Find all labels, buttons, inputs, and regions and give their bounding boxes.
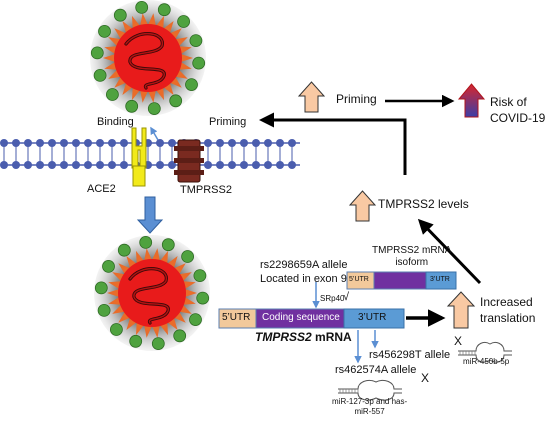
mir450-label: miR-450b-5p [463,357,510,366]
tmprss2-protein [174,139,204,183]
mrna-title-label: TMPRSS2 mRNA [255,330,352,344]
rs456298-label: rs456298T allele [369,349,451,361]
srp40-check-mark: √ [343,291,350,303]
virus-particle-top [90,0,206,116]
mir450-hairpin-icon [458,341,512,363]
priming-membrane-label: Priming [209,116,247,128]
increased-translation-label: Increased translation [480,295,536,326]
rs2298659-label: rs2298659A allele Located in exon 9 [260,259,347,287]
mrna-5utr-label: 5’UTR [222,312,251,323]
risk-up-arrow [457,83,486,118]
mrna-3utr-label: 3’UTR [358,312,387,323]
rs462574-label: rs462574A allele [335,364,417,376]
cell-membrane [0,139,300,169]
mir127-hairpin-icon [338,379,402,401]
mrna-title-gene: TMPRSS2 [255,330,312,344]
priming-up-arrow [297,81,326,113]
rs2298659-line2: Located in exon 9 [260,272,347,285]
iso-5utr-label: 5’UTR [349,276,369,283]
isoform-mrna-bar [346,271,457,290]
x-mark-mir127: X [421,371,430,385]
priming-top-label: Priming [336,92,377,106]
ace2-label: ACE2 [87,183,116,195]
tmprss2-mrna-bar [218,308,405,329]
x-mark-mir450: X [454,334,463,348]
translation-to-levels-arrow [417,218,482,285]
rs2298659-line1: rs2298659A allele [260,259,348,271]
mrna-coding-label: Coding sequence [262,312,340,323]
mrna-title-rest: mRNA [311,330,352,344]
tmprss2-label: TMPRSS2 [180,184,232,196]
srp40-label: SRp40 [320,294,345,303]
ace2-receptor [131,127,147,187]
mir127-label: miR-127-3p and has- miR-557 [332,397,408,416]
isoform-title-label: TMPRSS2 mRNA isoform [372,245,452,268]
iso-3utr-label: 3’UTR [430,276,450,283]
tmprss2-levels-label: TMPRSS2 levels [378,197,469,211]
levels-to-priming-arrow [259,112,407,175]
blue-down-arrow [136,196,164,234]
virus-particle-bottom [94,235,210,351]
risk-label: Risk of COVID-19 [490,95,546,126]
binding-label: Binding [97,116,134,128]
tmprss2-levels-up-arrow [348,190,377,222]
binding-pointer-arrow [150,126,159,141]
translation-up-arrow [446,291,476,329]
